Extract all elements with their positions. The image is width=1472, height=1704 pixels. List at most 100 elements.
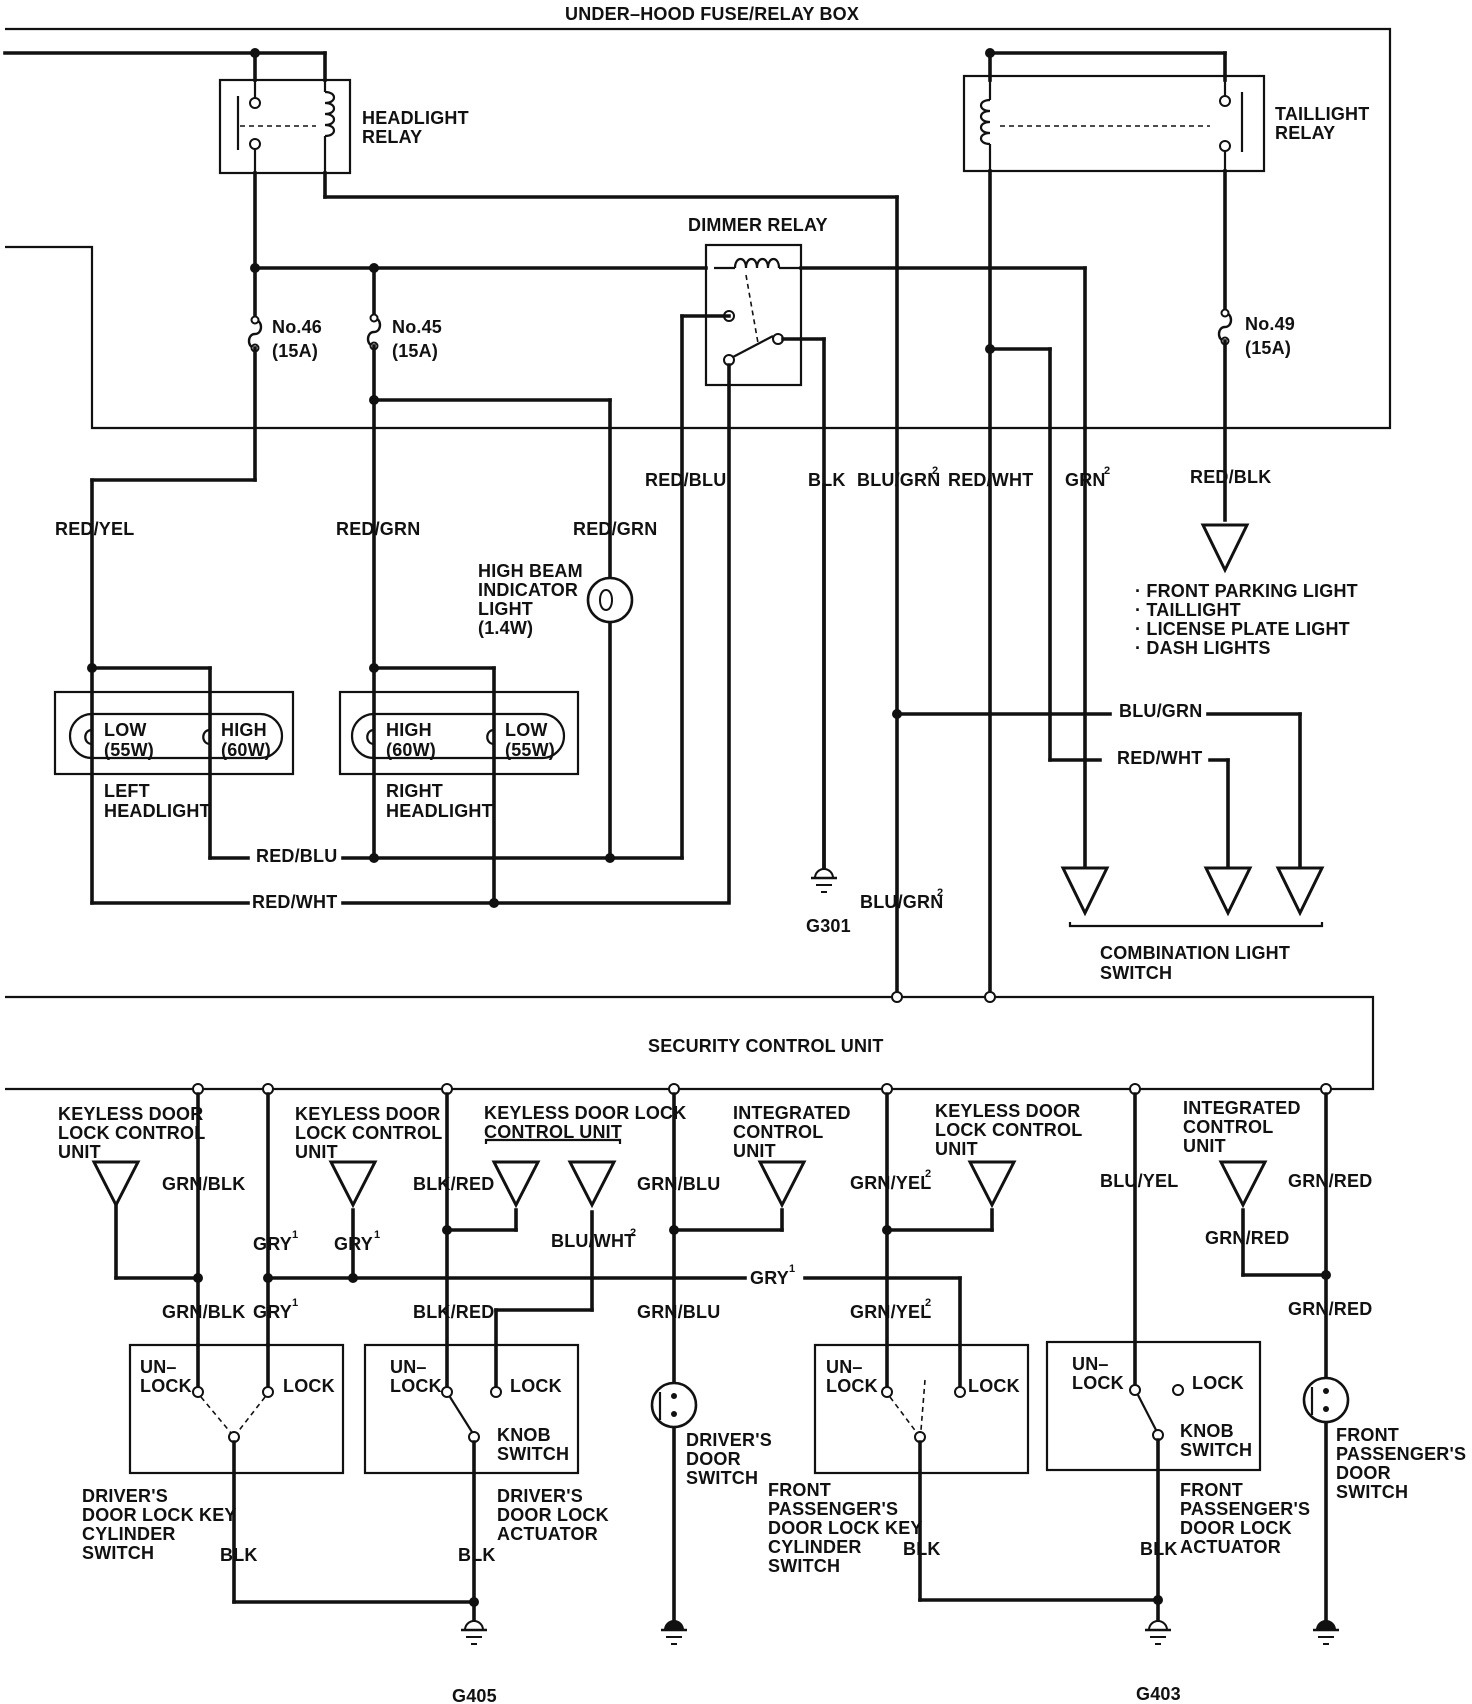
pass-key-l5: SWITCH xyxy=(768,1556,840,1576)
wire-red-wht-2: RED/WHT xyxy=(252,892,337,912)
pass-key-l2: PASSENGER'S xyxy=(768,1499,898,1519)
wire-grn-yel-2: GRN/YEL xyxy=(850,1302,931,1322)
driver-act-unlock: UN– xyxy=(390,1357,427,1377)
left-high-label: HIGH xyxy=(221,720,267,740)
fuse-49-label: No.49 xyxy=(1245,314,1295,334)
driver-key-unlock-2: LOCK xyxy=(140,1376,192,1396)
right-high-watt: (60W) xyxy=(386,740,436,760)
driver-door-l1: DRIVER'S xyxy=(686,1430,772,1450)
driver-knob-2: SWITCH xyxy=(497,1444,569,1464)
sup-1: 2 xyxy=(932,465,938,477)
fuse-45-rating: (15A) xyxy=(392,341,438,361)
sup-8: 2 xyxy=(925,1168,931,1180)
right-low-label: LOW xyxy=(505,720,548,740)
parking-list-3: · LICENSE PLATE LIGHT xyxy=(1135,619,1350,639)
pass-key-l1: FRONT xyxy=(768,1480,831,1500)
wire-grn-yel-1: GRN/YEL xyxy=(850,1173,931,1193)
sup-5: 1 xyxy=(374,1229,380,1241)
fuse-49-rating: (15A) xyxy=(1245,338,1291,358)
wire-blk-4: BLK xyxy=(903,1539,941,1559)
sup-7: 1 xyxy=(789,1263,795,1275)
fuse-relay-box: UNDER–HOOD FUSE/RELAY BOX xyxy=(5,4,1392,430)
headlight-relay-label-2: RELAY xyxy=(362,127,422,147)
fuse-relay-box-title: UNDER–HOOD FUSE/RELAY BOX xyxy=(565,4,859,24)
hbi-label-3: LIGHT xyxy=(478,599,533,619)
driver-key-l4: SWITCH xyxy=(82,1543,154,1563)
lower-wiring xyxy=(114,1092,1331,1622)
right-low-watt: (55W) xyxy=(505,740,555,760)
pass-knob-2: SWITCH xyxy=(1180,1440,1252,1460)
keyless-2-l2: LOCK CONTROL xyxy=(295,1123,442,1143)
keyless-2-l3: UNIT xyxy=(295,1142,338,1162)
driver-knob: KNOB xyxy=(497,1425,551,1445)
integrated-1-l3: UNIT xyxy=(733,1141,776,1161)
pass-act-l4: ACTUATOR xyxy=(1180,1537,1281,1557)
keyless-3-l2: CONTROL UNIT xyxy=(484,1122,622,1142)
driver-act-l2: DOOR LOCK xyxy=(497,1505,609,1525)
wire-blu-yel: BLU/YEL xyxy=(1100,1171,1178,1191)
sup-2: 2 xyxy=(1104,465,1110,477)
driver-act-unlock-2: LOCK xyxy=(390,1376,442,1396)
driver-key-l3: CYLINDER xyxy=(82,1524,176,1544)
dimmer-relay: DIMMER RELAY xyxy=(688,215,828,387)
ground-g301-label: G301 xyxy=(806,916,851,936)
left-headlight-label: LEFT xyxy=(104,781,150,801)
hbi-label-1: HIGH BEAM xyxy=(478,561,583,581)
wire-red-grn-2: RED/GRN xyxy=(573,519,657,539)
headlight-relay-label: HEADLIGHT xyxy=(362,108,469,128)
pass-door-l4: SWITCH xyxy=(1336,1482,1408,1502)
pass-door-l2: PASSENGER'S xyxy=(1336,1444,1466,1464)
wire-grn-red-1: GRN/RED xyxy=(1288,1171,1372,1191)
unit-labels: KEYLESS DOOR LOCK CONTROL UNIT KEYLESS D… xyxy=(58,1098,1300,1162)
lower-connectors xyxy=(91,1138,1268,1209)
passenger-key-cylinder-switch: UN– LOCK LOCK FRONT PASSENGER'S DOOR LOC… xyxy=(768,1343,1160,1602)
combination-light-switch: COMBINATION LIGHT SWITCH xyxy=(892,709,1325,983)
wire-blk-5: BLK xyxy=(1140,1539,1178,1559)
wire-blu-grn-1: BLU/GRN xyxy=(857,470,940,490)
headlight-relay: HEADLIGHT RELAY xyxy=(218,78,469,175)
wire-red-grn-1: RED/GRN xyxy=(336,519,420,539)
wire-blu-grn-2: BLU/GRN xyxy=(1119,701,1202,721)
relay-wiring xyxy=(247,169,1233,999)
wire-grn-blk-1: GRN/BLK xyxy=(162,1174,245,1194)
driver-door-lock-actuator: UN– LOCK LOCK KNOB SWITCH G405 DRIVER'S … xyxy=(363,1343,609,1704)
right-headlight: HIGH (60W) LOW (55W) RIGHT HEADLIGHT xyxy=(338,690,580,821)
keyless-1-l3: UNIT xyxy=(58,1142,101,1162)
integrated-1-l2: CONTROL xyxy=(733,1122,823,1142)
integrated-2-l3: UNIT xyxy=(1183,1136,1226,1156)
sup-4: 1 xyxy=(292,1229,298,1241)
sup-10: 2 xyxy=(925,1297,931,1309)
driver-door-l2: DOOR xyxy=(686,1449,741,1469)
left-low-label: LOW xyxy=(104,720,147,740)
lower-wire-labels: GRN/BLK GRY 1 GRY 1 BLK/RED BLU/WHT 2 GR… xyxy=(162,1168,1372,1322)
fuse-45-label: No.45 xyxy=(392,317,442,337)
ground-g403: G403 xyxy=(1136,1684,1181,1704)
wire-grn-blu-1: GRN/BLU xyxy=(637,1174,720,1194)
integrated-2-l2: CONTROL xyxy=(1183,1117,1273,1137)
driver-key-lock: LOCK xyxy=(283,1376,335,1396)
wire-red-blu-2: RED/BLU xyxy=(256,846,337,866)
keyless-1-l1: KEYLESS DOOR xyxy=(58,1104,203,1124)
wire-gry-3: GRY xyxy=(750,1268,789,1288)
pass-key-unlock: UN– xyxy=(826,1357,863,1377)
sup-3: 2 xyxy=(937,887,943,899)
wire-blk-red-2: BLK/RED xyxy=(413,1302,494,1322)
wire-red-blk: RED/BLK xyxy=(1190,467,1271,487)
parking-list-4: · DASH LIGHTS xyxy=(1135,638,1271,658)
wire-grn-red-3: GRN/RED xyxy=(1288,1299,1372,1319)
parking-list-2: · TAILLIGHT xyxy=(1135,600,1241,620)
left-high-watt: (60W) xyxy=(221,740,271,760)
fuse-46-rating: (15A) xyxy=(272,341,318,361)
left-headlight: LOW (55W) HIGH (60W) LEFT HEADLIGHT xyxy=(53,690,295,821)
pass-act-l1: FRONT xyxy=(1180,1480,1243,1500)
wire-gry-1: GRY xyxy=(253,1234,292,1254)
pass-key-lock: LOCK xyxy=(968,1376,1020,1396)
wire-grn-red-2: GRN/RED xyxy=(1205,1228,1289,1248)
security-unit-title: SECURITY CONTROL UNIT xyxy=(648,1036,884,1056)
pass-act-l3: DOOR LOCK xyxy=(1180,1518,1292,1538)
pass-door-l1: FRONT xyxy=(1336,1425,1399,1445)
wire-blk-1: BLK xyxy=(808,470,846,490)
taillight-relay-label: TAILLIGHT xyxy=(1275,104,1369,124)
driver-act-l1: DRIVER'S xyxy=(497,1486,583,1506)
pass-act-unlock: UN– xyxy=(1072,1354,1109,1374)
